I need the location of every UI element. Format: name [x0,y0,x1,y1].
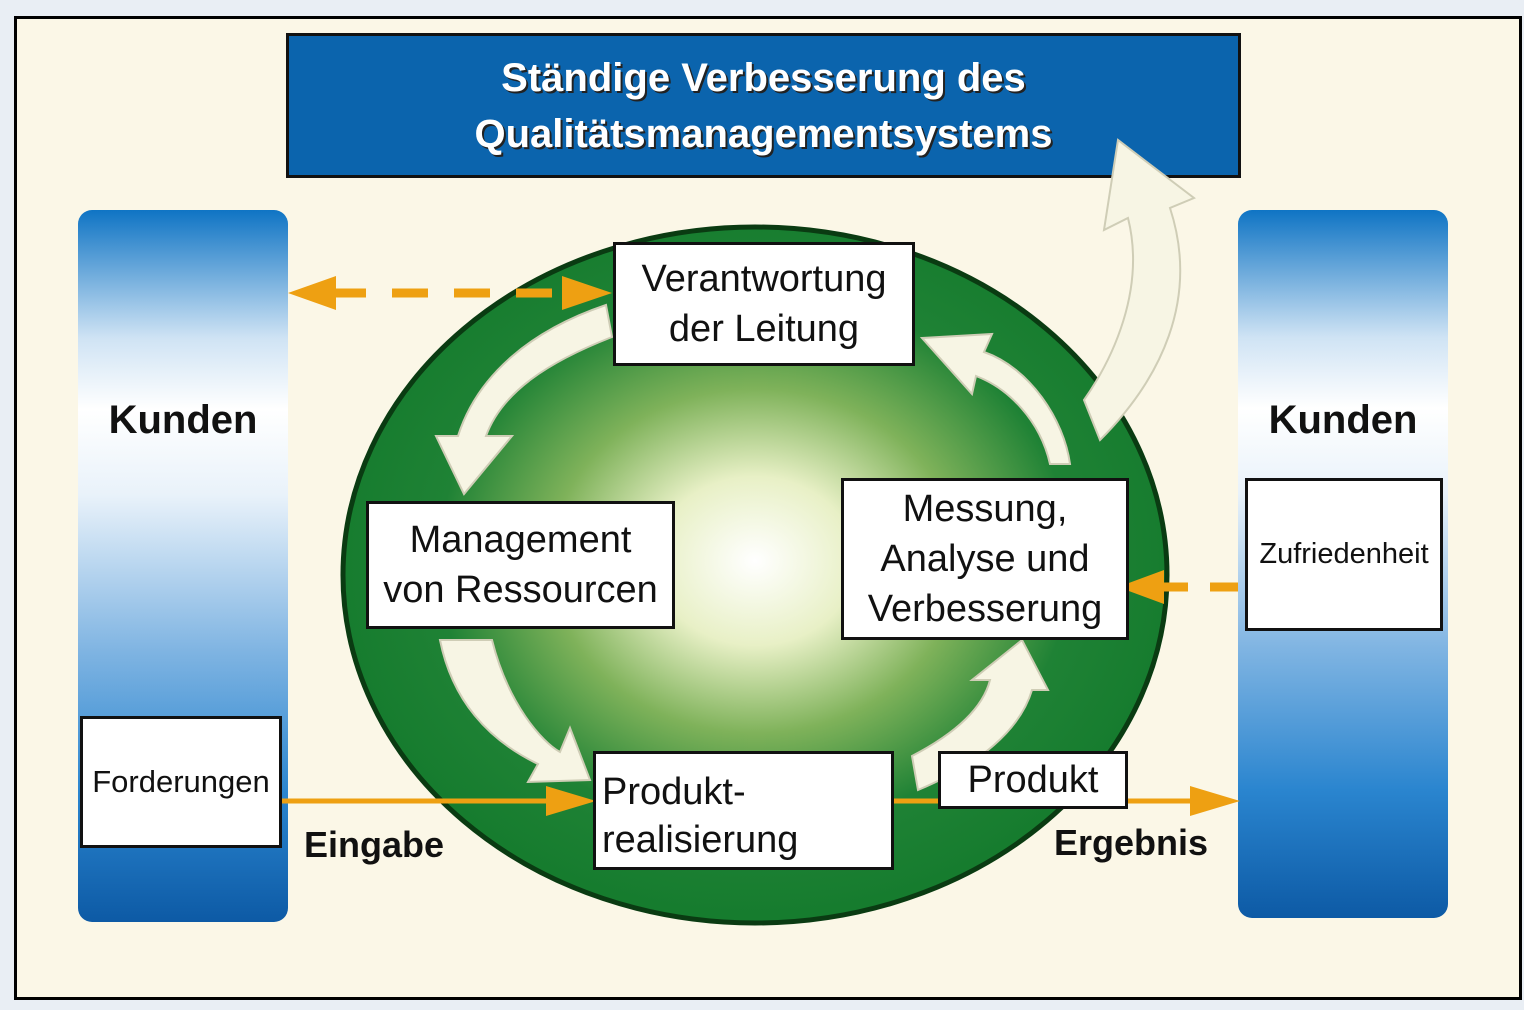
arrowhead-right [562,276,612,310]
customer-label-left: Kunden [108,398,258,442]
satisfaction-label: Zufriedenheit [1259,538,1429,570]
cycle-arrow-to-responsibility [919,332,1072,465]
output-arrowhead [1190,786,1240,816]
product-box: Produkt [938,751,1128,809]
measurement-line-1: Messung, [902,488,1068,530]
product-label: Produkt [967,759,1099,801]
resources-line-1: Management [409,519,632,561]
satisfaction-box: Zufriedenheit [1245,478,1443,631]
input-label: Eingabe [304,824,445,865]
resources-line-2: von Ressourcen [383,569,658,611]
measurement-line-3: Verbesserung [867,588,1103,630]
customer-label-right: Kunden [1268,398,1418,442]
title-line-1: Ständige Verbesserung des [501,55,1026,100]
output-label: Ergebnis [1054,822,1209,863]
measurement-line-2: Analyse und [880,538,1090,580]
realization-line-2: realisierung [602,819,799,861]
arrowhead-left-2 [1118,570,1164,604]
arrowhead-left [288,276,336,310]
title-line-2: Qualitätsmanagementsystems [474,111,1053,156]
resources-box: Management von Ressourcen [366,501,675,629]
input-arrowhead [546,786,596,816]
diagram-title: Ständige Verbesserung des Qualitätsmanag… [286,33,1241,178]
cycle-arrow-to-resources [434,303,614,496]
requirements-box: Forderungen [80,716,282,848]
responsibility-line-2: der Leitung [668,308,860,350]
realization-box: Produkt- realisierung [593,751,894,870]
responsibility-line-1: Verantwortung [641,258,887,300]
realization-line-1: Produkt- [602,771,746,813]
improvement-arrow [1082,138,1196,442]
measurement-box: Messung, Analyse und Verbesserung [841,478,1129,640]
responsibility-box: Verantwortung der Leitung [613,242,915,366]
cycle-arrow-to-realization [438,639,592,784]
requirements-label: Forderungen [92,764,270,799]
